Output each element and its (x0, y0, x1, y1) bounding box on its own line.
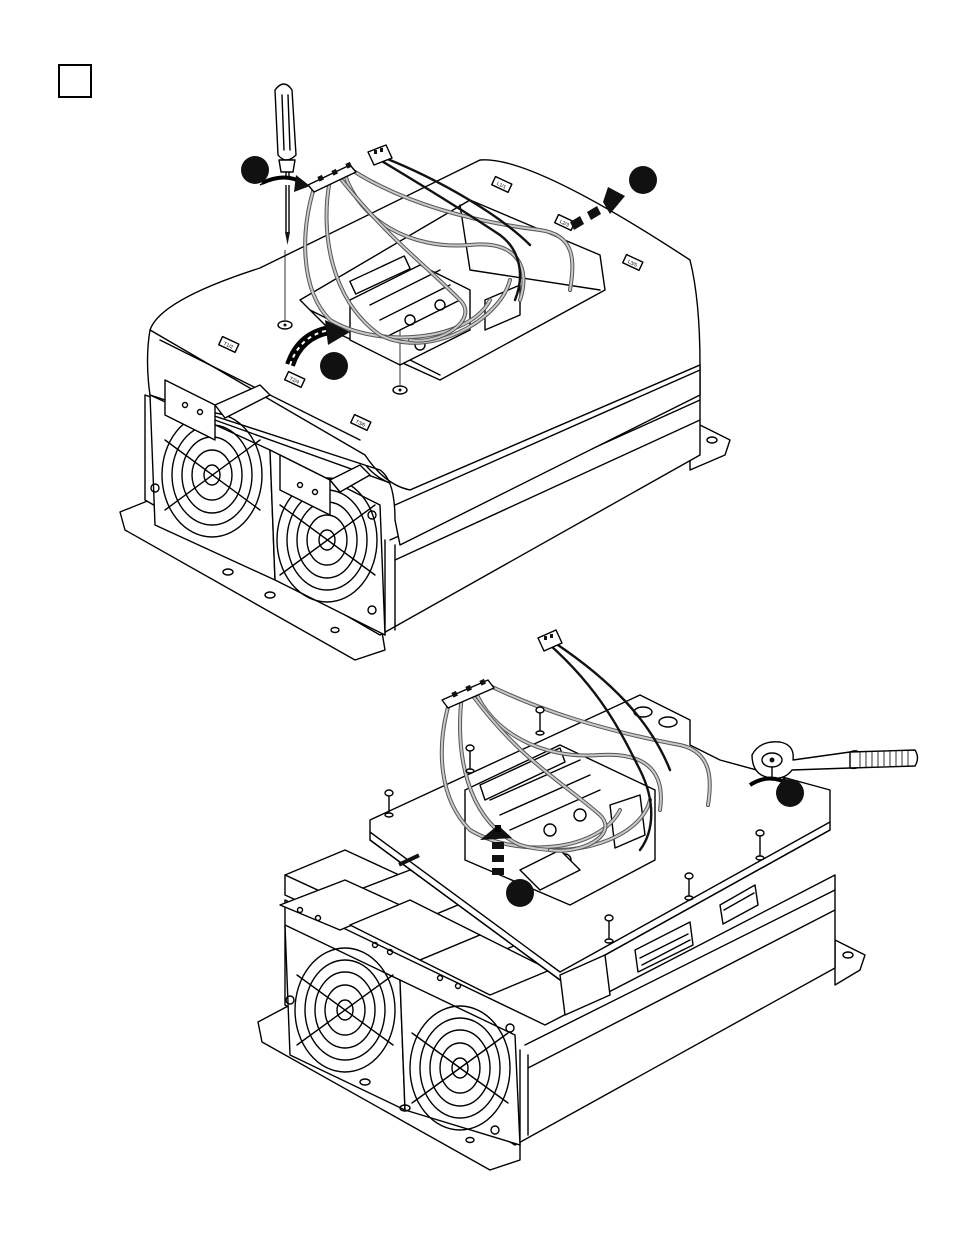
upper-cover-screw-1 (278, 321, 292, 329)
callout-1 (241, 156, 269, 184)
rotate-arrow-screwdriver (260, 175, 310, 192)
callout-4 (776, 779, 804, 807)
ratchet-wrench-icon (752, 742, 918, 780)
lower-plug-connector (538, 630, 562, 651)
upper-assembly: L1/1 L2/3 L3/5 T1/2 T2/4 T3/6 (120, 84, 730, 660)
callout-2 (629, 166, 657, 194)
upper-cover-screw-2 (393, 386, 407, 394)
callout-5 (506, 879, 534, 907)
callout-3 (320, 352, 348, 380)
screwdriver-icon (275, 84, 296, 245)
upper-plug-connector (368, 145, 392, 165)
lower-assembly (258, 630, 918, 1170)
lower-wire-connector (442, 679, 494, 708)
